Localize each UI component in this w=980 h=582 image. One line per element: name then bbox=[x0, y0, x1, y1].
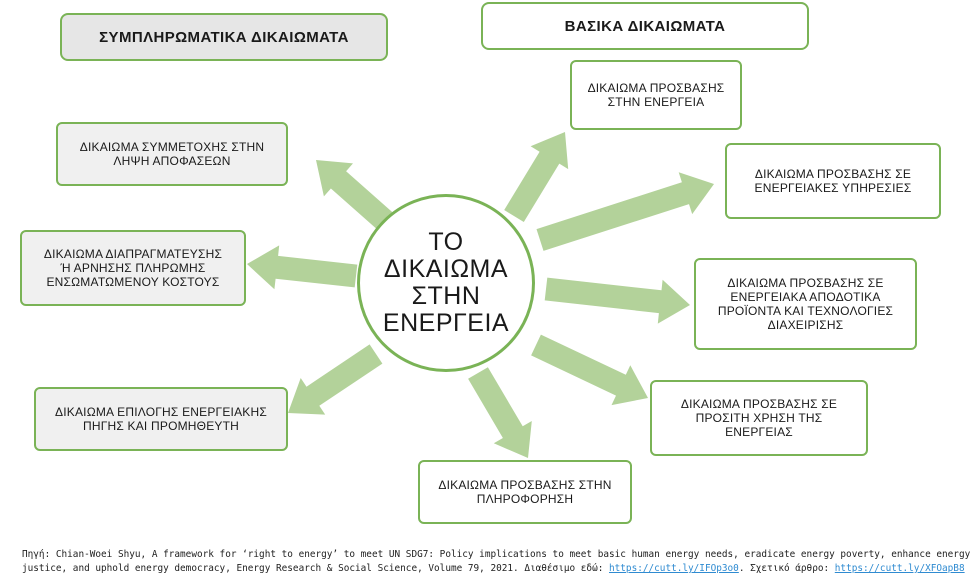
right-access-information: ΔΙΚΑΙΩΜΑ ΠΡΟΣΒΑΣΗΣ ΣΤΗΝ ΠΛΗΡΟΦΟΡΗΣΗ bbox=[418, 460, 632, 524]
right-negotiate-refuse-embedded-cost: ΔΙΚΑΙΩΜΑ ΔΙΑΠΡΑΓΜΑΤΕΥΣΗΣ Ή ΑΡΝΗΣΗΣ ΠΛΗΡΩ… bbox=[20, 230, 246, 306]
related-article-link[interactable]: https://cutt.ly/XFOapB8 bbox=[834, 563, 965, 574]
arrow-to-energy-services bbox=[536, 172, 714, 251]
right-affordable-energy-use: ΔΙΚΑΙΩΜΑ ΠΡΟΣΒΑΣΗΣ ΣΕ ΠΡΟΣΙΤΗ ΧΡΗΣΗ ΤΗΣ … bbox=[650, 380, 868, 456]
arrow-to-participation bbox=[316, 160, 393, 230]
heading-basic-rights: ΒΑΣΙΚΑ ΔΙΚΑΙΩΜΑΤΑ bbox=[481, 2, 809, 50]
arrow-to-negotiation bbox=[247, 245, 358, 290]
right-choose-energy-source-supplier: ΔΙΚΑΙΩΜΑ ΕΠΙΛΟΓΗΣ ΕΝΕΡΓΕΙΑΚΗΣ ΠΗΓΗΣ ΚΑΙ … bbox=[34, 387, 288, 451]
right-access-energy: ΔΙΚΑΙΩΜΑ ΠΡΟΣΒΑΣΗΣ ΣΤΗΝ ΕΝΕΡΓΕΙΑ bbox=[570, 60, 742, 130]
arrow-to-access-energy bbox=[504, 132, 569, 222]
arrow-to-energy-choice bbox=[288, 344, 383, 415]
arrow-to-efficient-products bbox=[544, 277, 690, 324]
arrows-layer bbox=[247, 132, 714, 458]
arrow-to-affordable-use bbox=[531, 334, 648, 406]
source-footer: Πηγή: Chian-Woei Shyu, A framework for ‘… bbox=[22, 548, 972, 576]
right-participation-decision-making: ΔΙΚΑΙΩΜΑ ΣΥΜΜΕΤΟΧΗΣ ΣΤΗΝ ΛΗΨΗ ΑΠΟΦΑΣΕΩΝ bbox=[56, 122, 288, 186]
arrow-to-information bbox=[468, 367, 532, 458]
footer-text-2: . Σχετικό άρθρο: bbox=[738, 563, 835, 574]
center-right-to-energy: ΤΟ ΔΙΚΑΙΩΜΑ ΣΤΗΝ ΕΝΕΡΓΕΙΑ bbox=[357, 194, 535, 372]
source-link[interactable]: https://cutt.ly/IFOp3o0 bbox=[609, 563, 739, 574]
heading-complementary-rights: ΣΥΜΠΛΗΡΩΜΑΤΙΚΑ ΔΙΚΑΙΩΜΑΤΑ bbox=[60, 13, 388, 61]
footer-text-1: Πηγή: Chian-Woei Shyu, A framework for ‘… bbox=[22, 549, 971, 574]
right-access-energy-services: ΔΙΚΑΙΩΜΑ ΠΡΟΣΒΑΣΗΣ ΣΕ ΕΝΕΡΓΕΙΑΚΕΣ ΥΠΗΡΕΣ… bbox=[725, 143, 941, 219]
right-access-efficient-products-technologies: ΔΙΚΑΙΩΜΑ ΠΡΟΣΒΑΣΗΣ ΣΕ ΕΝΕΡΓΕΙΑΚΑ ΑΠΟΔΟΤΙ… bbox=[694, 258, 917, 350]
